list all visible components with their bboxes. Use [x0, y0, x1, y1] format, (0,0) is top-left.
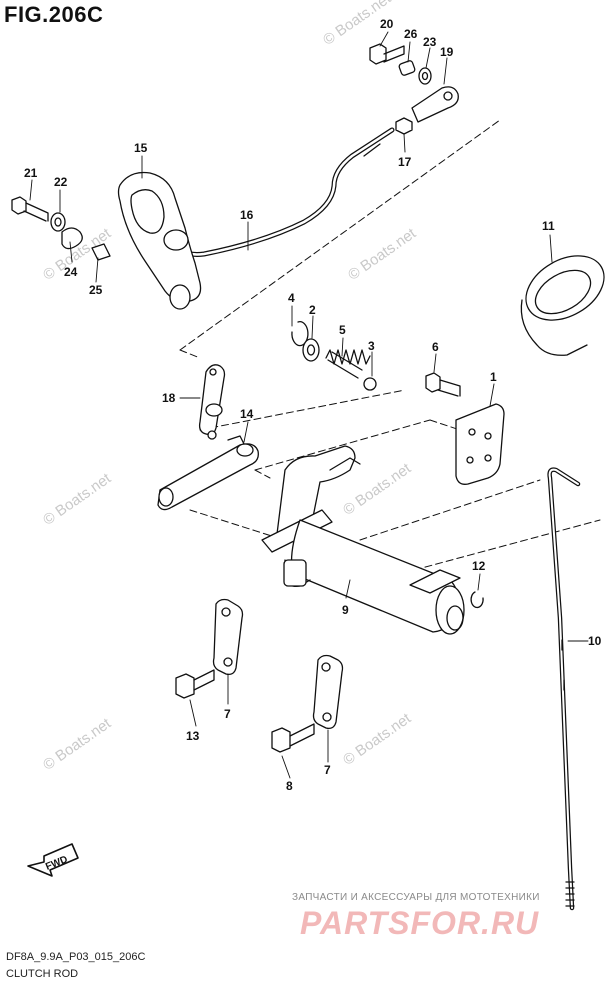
assembly-guide-lines	[179, 119, 601, 591]
callout-10: 10	[588, 634, 602, 648]
callout-4: 4	[288, 291, 295, 305]
part-7-plate-a	[212, 598, 244, 676]
part-11-grommet	[520, 255, 605, 356]
callout-1: 1	[490, 370, 497, 384]
part-6-bolt	[425, 372, 461, 397]
part-20-bolt	[369, 43, 405, 65]
part-9-clutch-shaft	[261, 445, 465, 635]
callout-20: 20	[380, 17, 394, 31]
callout-24: 24	[64, 265, 78, 279]
callout-25: 25	[89, 283, 103, 297]
callout-18: 18	[162, 391, 176, 405]
shop-logo: PARTSFOR.RU	[300, 905, 540, 941]
figure-title: FIG.206C	[4, 2, 104, 27]
part-1-bracket	[455, 403, 505, 485]
callout-8: 8	[286, 779, 293, 793]
callout-6: 6	[432, 340, 439, 354]
part-17-nut	[395, 117, 413, 135]
callout-3: 3	[368, 339, 375, 353]
callout-23: 23	[423, 35, 437, 49]
callout-2: 2	[309, 303, 316, 317]
callout-19: 19	[440, 45, 454, 59]
part-25-collar	[91, 243, 111, 261]
part-18-link	[198, 364, 226, 440]
part-12-circlip	[470, 591, 484, 609]
part-26-collar	[398, 60, 416, 76]
part-7-plate-b	[312, 654, 344, 730]
callout-13: 13	[186, 729, 200, 743]
callout-14: 14	[240, 407, 254, 421]
part-10-rod	[547, 467, 581, 911]
callout-12: 12	[472, 559, 486, 573]
callout-22: 22	[54, 175, 68, 189]
callout-16: 16	[240, 208, 254, 222]
part-21-bolt	[11, 196, 49, 222]
part-16-rod	[179, 127, 395, 257]
figure-name: CLUTCH ROD	[6, 968, 79, 980]
part-24-bushing	[61, 227, 83, 250]
callout-17: 17	[398, 155, 412, 169]
part-14-lever-arm	[157, 435, 259, 511]
part-8-bolt	[271, 723, 315, 753]
part-13-bolt	[175, 669, 215, 699]
callout-5: 5	[339, 323, 346, 337]
leader-lines	[29, 31, 589, 779]
figure-code: DF8A_9.9A_P03_015_206C	[6, 951, 146, 963]
part-3-ball	[363, 377, 377, 391]
part-22-washer	[50, 212, 66, 232]
part-5-spring	[325, 349, 371, 379]
part-19-rod-end	[411, 86, 459, 123]
callout-11: 11	[542, 219, 555, 233]
part-2-washer	[302, 338, 320, 362]
part-15-lever	[117, 171, 202, 310]
callout-7a: 7	[224, 707, 231, 721]
callout-15: 15	[134, 141, 148, 155]
fwd-arrow	[27, 843, 79, 877]
callout-26: 26	[404, 27, 418, 41]
part-23-washer	[418, 67, 432, 85]
callout-21: 21	[24, 166, 38, 180]
callout-9: 9	[342, 603, 349, 617]
shop-tagline: ЗАПЧАСТИ И АКСЕССУАРЫ ДЛЯ МОТОТЕХНИКИ	[292, 892, 540, 903]
callout-7b: 7	[324, 763, 331, 777]
